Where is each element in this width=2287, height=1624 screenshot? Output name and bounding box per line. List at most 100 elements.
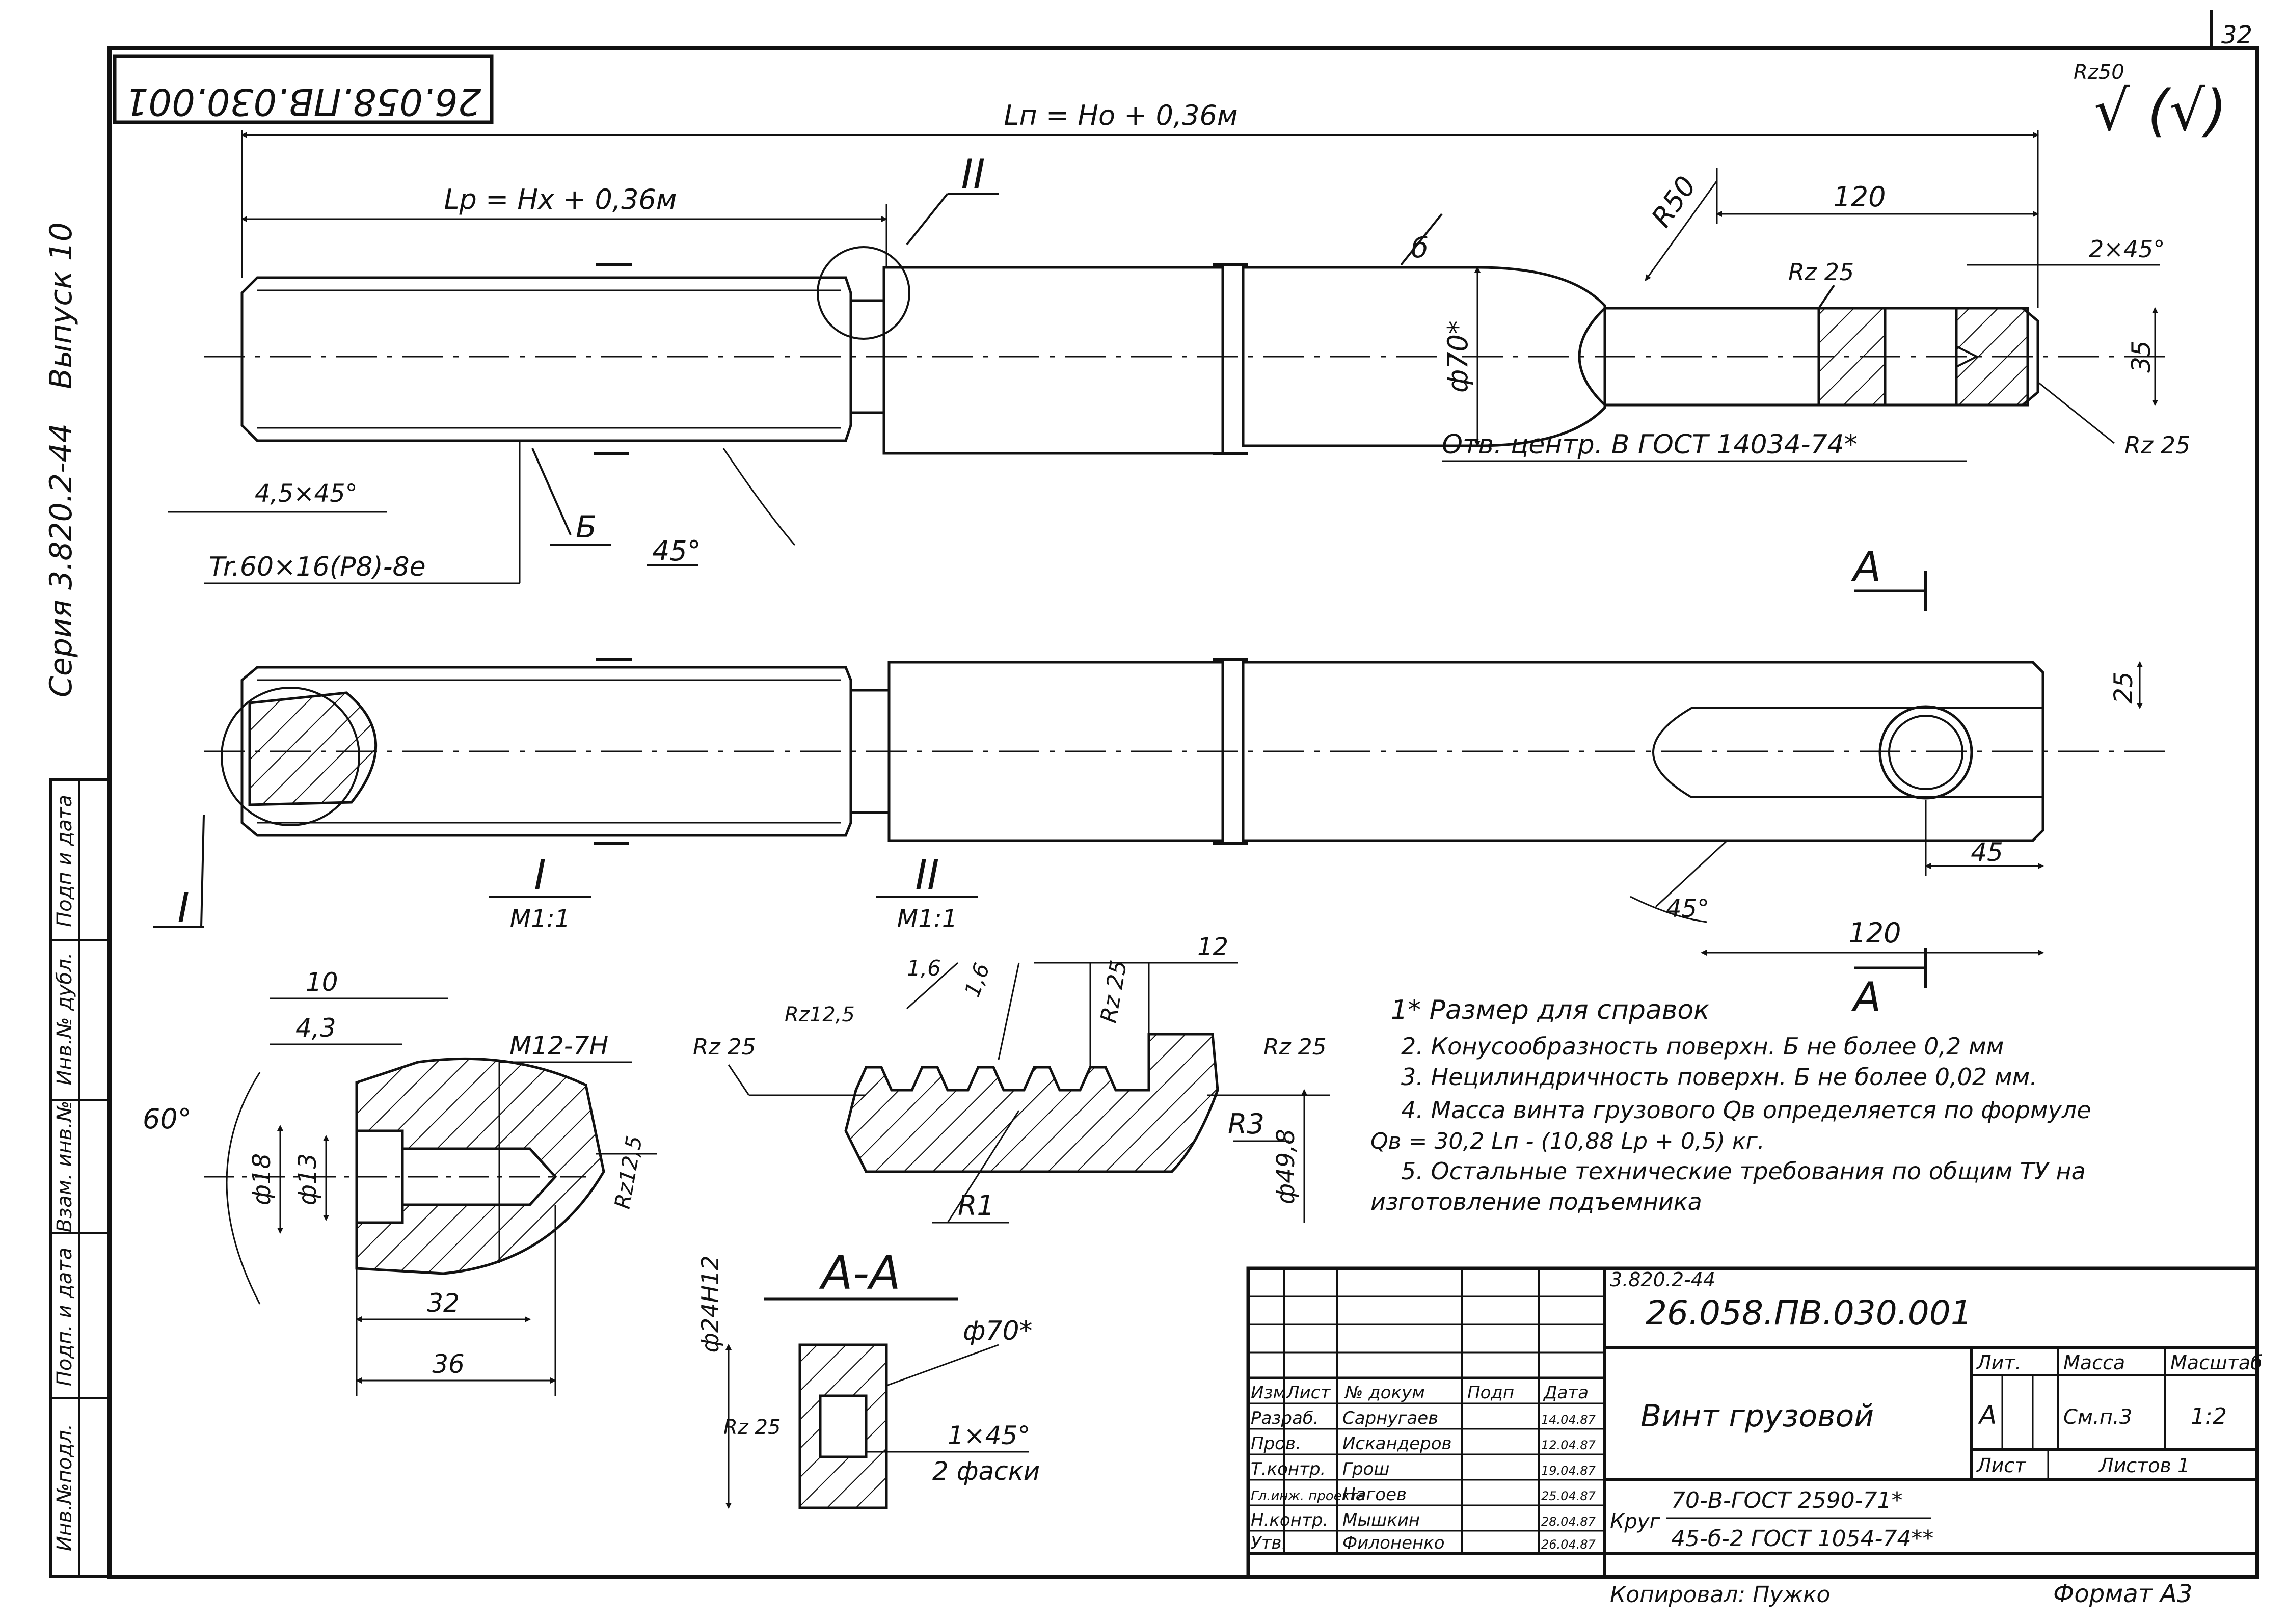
tb-date-1: 14.04.87 <box>1541 1413 1596 1427</box>
tb-date-3: 19.04.87 <box>1541 1464 1596 1478</box>
radius-r3: R3 <box>1228 1108 1264 1140</box>
tb-role-5: Н.контр. <box>1251 1510 1328 1530</box>
tb-date-4: 25.04.87 <box>1541 1489 1596 1503</box>
note-2: 2. Конусообразность поверхн. Б не более … <box>1401 1033 2004 1060</box>
detail-2-scale: М1:1 <box>897 905 958 933</box>
dia-49-8: ф49,8 <box>1272 1129 1300 1204</box>
tb-name-3: Грош <box>1342 1459 1389 1479</box>
chamfer-2x45: 2×45° <box>2089 235 2165 263</box>
dim-25: 25 <box>2109 671 2138 704</box>
tb-material-prefix: Круг <box>1610 1510 1660 1533</box>
roughness-rz25-right: Rz 25 <box>2124 431 2190 459</box>
thread-m12: М12-7Н <box>509 1031 608 1061</box>
tb-material-bottom: 45-б-2 ГОСТ 1054-74** <box>1671 1526 1933 1552</box>
main-view: Lп = Hо + 0,36м Lр = Hх + 0,36м II ф70* … <box>168 99 2190 584</box>
angle-45-main: 45° <box>652 535 701 567</box>
technical-notes: 1* Размер для справок 2. Конусообразност… <box>1370 995 2091 1215</box>
dim-45: 45 <box>1971 837 2003 867</box>
dia-70-aa: ф70* <box>963 1316 1033 1346</box>
roughness-rz12-5-d1: Rz12,5 <box>610 1134 647 1211</box>
dim-thread-length: Lр = Hх + 0,36м <box>444 183 677 215</box>
dia-18: ф18 <box>248 1153 276 1205</box>
surface-B-label: Б <box>576 509 597 545</box>
side-field-5: Инв.№подл. <box>53 1424 76 1552</box>
side-field-4: Подп. и дата <box>53 1248 76 1386</box>
dim-total-length: Lп = Hо + 0,36м <box>1004 99 1237 131</box>
detail-1-circle <box>221 687 360 826</box>
tb-scale-label: Масштаб <box>2170 1351 2263 1374</box>
tb-scale-value: 1:2 <box>2191 1403 2227 1429</box>
side-fields: Подп и дата Инв.№ дубл. Взам. инв.№ Подп… <box>53 795 76 1551</box>
end-head <box>1605 307 2039 407</box>
roughness-rz25: Rz 25 <box>1788 258 1854 286</box>
roughness-rz25-b: Rz 25 <box>1096 958 1133 1025</box>
side-field-1: Подп и дата <box>53 795 76 927</box>
note-formula: Qв = 30,2 Lп - (10,88 Lр + 0,5) кг. <box>1370 1128 1765 1154</box>
tb-series-code: 3.820.2-44 <box>1610 1268 1715 1291</box>
note-3: 3. Нецилиндричность поверхн. Б не более … <box>1401 1063 2037 1091</box>
head-dome <box>1578 307 1606 406</box>
tb-lit-label: Лит. <box>1976 1351 2022 1374</box>
callout-detail-ii: II <box>961 151 985 198</box>
dim-4-3: 4,3 <box>295 1013 336 1043</box>
sheet-frame <box>49 10 2259 1579</box>
tb-sheet-label: Лист <box>1976 1454 2027 1477</box>
side-series: Серия 3.820.2-44 <box>43 423 79 697</box>
radius-r50: R50 <box>1645 170 1703 233</box>
sheet-format: Формат А3 <box>2053 1580 2192 1608</box>
section-aa-view: А-А ф24Н12 ф70* Rz 25 1×45° 2 фаски <box>696 1247 1040 1509</box>
tb-lit-value: А <box>1978 1400 1997 1430</box>
general-roughness: Rz50 √ (√) <box>2074 61 2227 143</box>
tb-mass-value: См.п.3 <box>2063 1405 2132 1429</box>
note-4: 4. Масса винта грузового Qв определяется… <box>1401 1096 2091 1124</box>
shaft-body-left <box>882 266 1224 455</box>
break-marks <box>594 263 632 455</box>
dim-120-second: 120 <box>1848 917 1901 949</box>
second-view: А А 25 45 45° 120 I I М1:1 II М1:1 <box>153 543 2165 1021</box>
chamfer-4-5x45: 4,5×45° <box>255 479 358 508</box>
svg-text:√ (√): √ (√) <box>2094 78 2227 143</box>
section-hatch-2 <box>1955 307 2029 407</box>
roughness-rz12-5-d2: Rz12,5 <box>785 1003 855 1026</box>
tb-date-5: 28.04.87 <box>1541 1514 1596 1529</box>
detail-i-view: 10 4,3 М12-7Н 60° ф18 ф13 Rz12,5 32 36 <box>143 967 657 1396</box>
tb-header-sign: Подп <box>1467 1383 1514 1403</box>
title-block: 3.820.2-44 26.058.ПВ.030.001 Винт грузов… <box>1246 1266 2263 1579</box>
svg-text:Rz50: Rz50 <box>2074 61 2124 84</box>
sheet-number: 32 <box>2221 21 2252 49</box>
section-a-top: А <box>1851 543 1881 590</box>
detail-2-circle <box>817 246 910 340</box>
side-field-3: Взам. инв.№ <box>53 1101 76 1233</box>
tb-role-4: Гл.инж. проекта <box>1251 1488 1365 1504</box>
dim-dia70: ф70* <box>1442 320 1474 393</box>
chamfer-1x45: 1×45° <box>948 1421 1030 1450</box>
tb-role-3: Т.контр. <box>1251 1459 1326 1479</box>
tb-header-doc: № докум <box>1344 1383 1425 1403</box>
tb-name-6: Филоненко <box>1342 1533 1445 1553</box>
tb-role-1: Разраб. <box>1251 1408 1319 1428</box>
dia-13: ф13 <box>293 1153 322 1205</box>
note-5-cont: изготовление подъемника <box>1370 1188 1702 1215</box>
callout-detail-i: I <box>177 884 190 932</box>
tb-name-1: Сарнугаев <box>1342 1408 1438 1428</box>
dim-36: 36 <box>432 1349 465 1379</box>
radius-r1: R1 <box>958 1189 994 1222</box>
tb-part-name: Винт грузовой <box>1640 1398 1874 1434</box>
thread-section <box>240 276 852 442</box>
roughness-rz25-a: Rz 25 <box>693 1034 756 1060</box>
angle-45-second: 45° <box>1666 895 1709 923</box>
section-a-bottom: А <box>1851 973 1881 1021</box>
tb-mass-label: Масса <box>2063 1351 2125 1374</box>
dia-24h12: ф24Н12 <box>696 1256 724 1353</box>
dim-35: 35 <box>2127 340 2156 373</box>
tb-header-date: Дата <box>1543 1383 1589 1403</box>
tb-role-2: Пров. <box>1251 1433 1301 1454</box>
detail-ii-view: Rz 25 Rz12,5 1,6 1,6 12 Rz 25 Rz 25 R3 R… <box>693 933 1330 1224</box>
dim-1-6-a: 1,6 <box>907 956 941 981</box>
side-field-2: Инв.№ дубл. <box>53 953 76 1086</box>
tb-role-6: Утв. <box>1251 1533 1287 1553</box>
dim-1-6-b: 1,6 <box>959 960 994 1000</box>
tb-header-list: Лист <box>1285 1383 1331 1403</box>
